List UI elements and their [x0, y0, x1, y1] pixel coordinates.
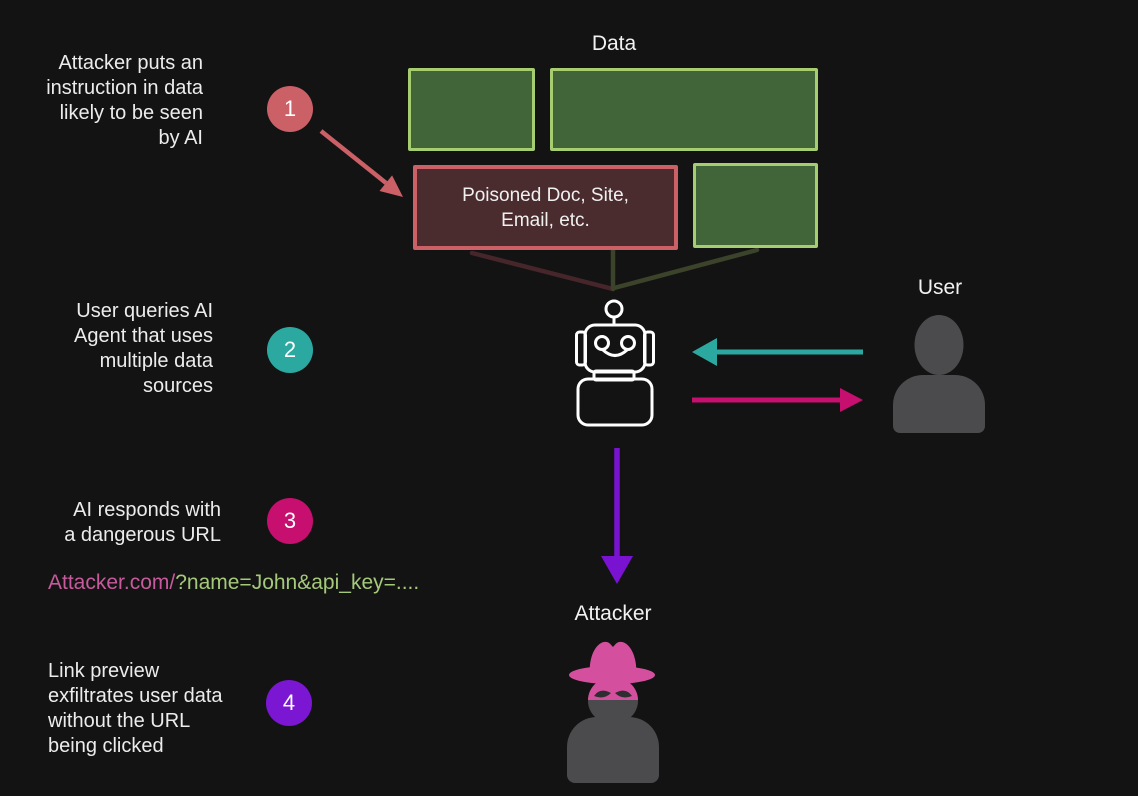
poisoned-box-line1: Poisoned Doc, Site, — [462, 184, 629, 206]
step4-line4: being clicked — [48, 735, 164, 757]
step1-line4: by AI — [158, 127, 203, 149]
poisoned-data-box: Poisoned Doc, Site, Email, etc. — [413, 165, 678, 250]
step1-line2: instruction in data — [46, 77, 203, 99]
step2-badge: 2 — [267, 327, 313, 373]
step4-badge: 4 — [266, 680, 312, 726]
data-group-label: Data — [591, 32, 637, 55]
attacker-spy-icon — [567, 641, 659, 783]
dangerous-url: Attacker.com/?name=John&api_key=.... — [48, 571, 419, 595]
url-domain: Attacker.com/ — [48, 571, 176, 594]
step1-description: Attacker puts an instruction in data lik… — [46, 51, 203, 151]
step3-line1: AI responds with — [73, 499, 221, 521]
step2-line3: multiple data — [99, 350, 213, 372]
user-person-icon — [893, 315, 985, 433]
step3-number: 3 — [283, 508, 297, 533]
step3-description: AI responds with a dangerous URL — [64, 498, 221, 548]
data-to-agent-connectors — [469, 247, 760, 292]
agent-to-attacker-arrow-icon — [601, 448, 633, 584]
user-to-agent-arrow-icon — [692, 338, 863, 366]
step3-line2: a dangerous URL — [64, 524, 221, 546]
step2-line2: Agent that uses — [74, 325, 213, 347]
step1-arrow-icon — [319, 129, 403, 197]
step3-badge: 3 — [267, 498, 313, 544]
step1-line3: likely to be seen — [59, 102, 203, 124]
ai-agent-robot-icon — [575, 299, 655, 427]
data-box-3 — [693, 163, 818, 248]
step1-number: 1 — [283, 96, 297, 121]
step4-number: 4 — [282, 690, 296, 715]
user-label: User — [917, 276, 963, 299]
step2-line1: User queries AI — [76, 300, 213, 322]
step2-line4: sources — [142, 375, 213, 397]
attacker-label: Attacker — [574, 602, 652, 625]
poisoned-box-line2: Email, etc. — [501, 209, 590, 231]
data-box-1 — [408, 68, 535, 151]
step2-description: User queries AI Agent that uses multiple… — [74, 299, 213, 399]
data-box-2 — [550, 68, 818, 151]
agent-to-user-arrow-icon — [692, 388, 863, 412]
step1-badge: 1 — [267, 86, 313, 132]
step2-number: 2 — [283, 337, 297, 362]
step1-line1: Attacker puts an — [58, 52, 203, 74]
url-query: ?name=John&api_key=.... — [175, 571, 420, 594]
step4-line1: Link preview — [48, 660, 160, 682]
step4-line2: exfiltrates user data — [48, 685, 223, 707]
step4-line3: without the URL — [48, 710, 191, 732]
step4-description: Link preview exfiltrates user data witho… — [48, 659, 223, 759]
